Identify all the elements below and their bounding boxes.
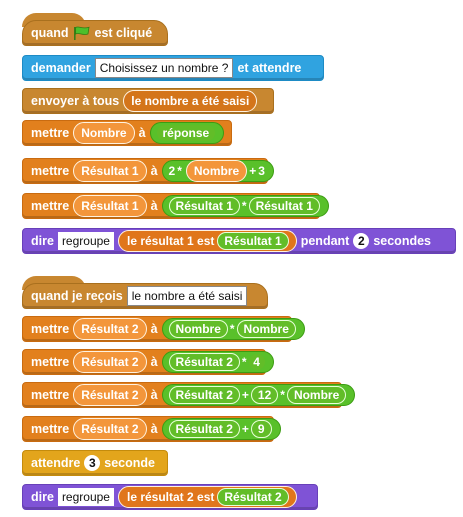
question-input[interactable]: Choisissez un nombre ? xyxy=(94,58,234,78)
set-label: mettre xyxy=(31,388,70,402)
when-i-receive-block[interactable]: quand je reçois le nombre a été saisi xyxy=(22,276,268,309)
resultat1-reporter[interactable]: Résultat 1 xyxy=(217,232,289,250)
wait-label: et attendre xyxy=(237,61,302,75)
wait-block[interactable]: attendre 3 seconde xyxy=(22,450,168,476)
resultat2-reporter[interactable]: Résultat 2 xyxy=(217,488,289,506)
set-nombre-block[interactable]: mettre Nombre à réponse xyxy=(22,120,232,146)
nombre-reporter[interactable]: Nombre xyxy=(286,386,347,404)
answer-label: réponse xyxy=(156,125,216,141)
operand-3[interactable]: 3 xyxy=(258,164,265,178)
set-resultat2-plus9-block[interactable]: mettre Résultat 2 à Résultat 2 + 9 xyxy=(22,416,281,442)
say-label: dire xyxy=(31,490,54,504)
set-label: mettre xyxy=(31,322,70,336)
join-label: regroupe xyxy=(57,232,114,250)
to-label: à xyxy=(150,164,158,178)
variable-dropdown[interactable]: Résultat 1 xyxy=(73,195,147,217)
nombre-reporter[interactable]: Nombre xyxy=(185,160,248,182)
set-resultat1-block[interactable]: mettre Résultat 1 à 2 * Nombre + 3 xyxy=(22,158,274,184)
operand-2[interactable]: 2 xyxy=(168,164,176,178)
multiply-sign: * xyxy=(177,164,182,178)
say-block[interactable]: dire regroupe le résultat 2 est Résultat… xyxy=(22,484,318,510)
multiply-sign: * xyxy=(229,322,235,336)
plus-sign: + xyxy=(241,422,249,436)
multiply-sign: * xyxy=(241,355,247,369)
when-receive-label: quand je reçois xyxy=(31,289,123,303)
say-label: dire xyxy=(31,234,54,248)
set-resultat2-plus12-block[interactable]: mettre Résultat 2 à Résultat 2 + 12 * No… xyxy=(22,382,356,408)
broadcast-block[interactable]: envoyer à tous le nombre a été saisi xyxy=(22,88,274,114)
ask-and-wait-block[interactable]: demander Choisissez un nombre ? et atten… xyxy=(22,55,324,81)
set-label: mettre xyxy=(31,164,70,178)
to-label: à xyxy=(150,388,158,402)
set-resultat1-square-block[interactable]: mettre Résultat 1 à Résultat 1 * Résulta… xyxy=(22,193,329,219)
clicked-label: est cliqué xyxy=(94,26,153,40)
variable-dropdown[interactable]: Résultat 2 xyxy=(73,351,147,373)
variable-dropdown[interactable]: Résultat 2 xyxy=(73,418,147,440)
join-text[interactable]: le résultat 1 est xyxy=(126,234,215,248)
add-operator[interactable]: Résultat 2 + 12 * Nombre xyxy=(161,384,356,406)
variable-dropdown[interactable]: Résultat 1 xyxy=(73,160,147,182)
add-operator[interactable]: Résultat 2 + 9 xyxy=(161,418,281,440)
resultat2-reporter[interactable]: Résultat 2 xyxy=(168,353,240,371)
set-resultat2-square-block[interactable]: mettre Résultat 2 à Nombre * Nombre xyxy=(22,316,305,342)
operand-12[interactable]: 12 xyxy=(250,386,279,404)
to-label: à xyxy=(150,355,158,369)
multiply-operator[interactable]: Résultat 2 * 4 xyxy=(161,351,274,373)
set-resultat2-times4-block[interactable]: mettre Résultat 2 à Résultat 2 * 4 xyxy=(22,349,274,375)
set-label: mettre xyxy=(31,199,70,213)
set-label: mettre xyxy=(31,355,70,369)
set-label: mettre xyxy=(31,422,70,436)
message-dropdown[interactable]: le nombre a été saisi xyxy=(126,286,248,306)
to-label: à xyxy=(138,126,146,140)
wait-seconds-input[interactable]: 3 xyxy=(84,455,101,471)
resultat2-reporter[interactable]: Résultat 2 xyxy=(168,386,240,404)
broadcast-message-dropdown[interactable]: le nombre a été saisi xyxy=(123,90,258,112)
variable-dropdown[interactable]: Résultat 2 xyxy=(73,318,147,340)
join-text[interactable]: le résultat 2 est xyxy=(126,490,215,504)
green-flag-icon xyxy=(73,26,89,40)
resultat1-reporter[interactable]: Résultat 1 xyxy=(168,197,240,215)
add-operator[interactable]: 2 * Nombre + 3 xyxy=(161,160,274,182)
wait-label: attendre xyxy=(31,456,81,470)
to-label: à xyxy=(150,422,158,436)
multiply-sign: * xyxy=(241,199,247,213)
answer-reporter[interactable]: réponse xyxy=(149,122,225,144)
set-label: mettre xyxy=(31,126,70,140)
operand-4[interactable]: 4 xyxy=(248,354,265,370)
operand-9[interactable]: 9 xyxy=(250,420,272,438)
plus-sign: + xyxy=(249,164,257,178)
nombre-reporter[interactable]: Nombre xyxy=(236,320,296,338)
plus-sign: + xyxy=(241,388,249,402)
join-reporter[interactable]: le résultat 1 est Résultat 1 xyxy=(117,230,297,252)
resultat1-reporter[interactable]: Résultat 1 xyxy=(248,197,320,215)
seconds-label: secondes xyxy=(373,234,431,248)
variable-dropdown[interactable]: Résultat 2 xyxy=(73,384,147,406)
to-label: à xyxy=(150,322,158,336)
variable-dropdown[interactable]: Nombre xyxy=(73,122,135,144)
join-label: regroupe xyxy=(57,488,114,506)
when-flag-clicked-block[interactable]: quand est cliqué xyxy=(22,13,168,46)
nombre-reporter[interactable]: Nombre xyxy=(168,320,228,338)
multiply-operator[interactable]: Nombre * Nombre xyxy=(161,318,305,340)
for-label: pendant xyxy=(300,234,350,248)
to-label: à xyxy=(150,199,158,213)
join-reporter[interactable]: le résultat 2 est Résultat 2 xyxy=(117,486,297,508)
when-label: quand xyxy=(31,26,69,40)
ask-label: demander xyxy=(31,61,91,75)
broadcast-label: envoyer à tous xyxy=(31,94,120,108)
say-for-secs-block[interactable]: dire regroupe le résultat 1 est Résultat… xyxy=(22,228,456,254)
multiply-sign: * xyxy=(280,388,285,402)
seconds-input[interactable]: 2 xyxy=(353,233,370,249)
seconds-label: seconde xyxy=(104,456,155,470)
resultat2-reporter[interactable]: Résultat 2 xyxy=(168,420,240,438)
multiply-operator[interactable]: Résultat 1 * Résultat 1 xyxy=(161,195,329,217)
